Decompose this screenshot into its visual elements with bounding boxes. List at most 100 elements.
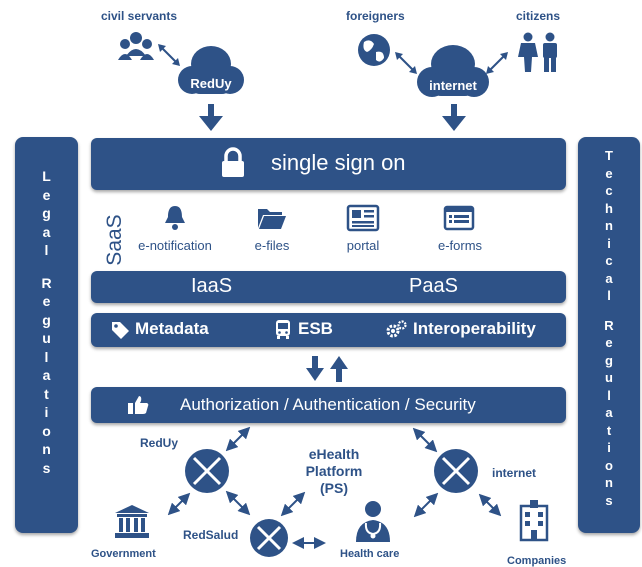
technical-letter: T [605,148,613,163]
legal-letter: a [42,223,51,240]
up-arrow-icon [330,356,348,382]
technical-letter: e [605,335,613,350]
ehealth-line: eHealth [308,446,360,462]
single-sign-on-bar: single sign on [91,138,566,190]
legal-letter: L [42,168,51,184]
double-arrow-icon [158,44,180,66]
legal-letter: s [42,459,51,476]
reduy-label: RedUy [140,436,179,450]
technical-letter: l [607,387,611,403]
legal-letter: a [42,367,51,383]
redsalud-router-icon [250,519,288,557]
companies-label: Companies [507,555,567,567]
folder-open-icon [258,209,286,229]
people-group-icon [118,32,154,60]
legal-letter: g [42,311,51,328]
newspaper-icon [346,204,380,232]
single-sign-on-label: single sign on [271,150,406,175]
thumbs-up-icon [128,396,149,414]
redsalud-label: RedSalud [183,528,239,542]
foreigners-label: foreigners [346,9,405,23]
legal-letter: R [41,274,52,291]
legal-letter: u [42,330,51,346]
authorization-label: Authorization / Authentication / Securit… [180,395,476,414]
technical-letter: o [605,457,613,473]
authorization-bar: Authorization / Authentication / Securit… [91,387,566,423]
globe-icon [358,34,390,66]
legal-letter: i [44,404,49,420]
legal-letter: t [44,385,49,402]
metadata-label: Metadata [135,319,209,338]
technical-letter: e [605,165,613,181]
form-list-icon [443,205,475,231]
legal-letter: g [42,205,51,221]
legal-letter: n [42,441,51,457]
esb-label: ESB [298,319,333,338]
ehealth-label: eHealth Platform (PS) [296,446,372,497]
ehealth-line: Platform [305,463,363,479]
middleware-bar: Metadata ESB Interoperability [91,313,566,347]
technical-letter: c [605,183,613,198]
government-building-icon [115,505,149,538]
technical-letter: s [605,492,613,508]
saas-service-label: portal [346,238,380,253]
technical-letter: a [605,405,613,420]
internet-router-icon [434,449,478,493]
lock-icon [222,147,244,177]
iaas-paas-bar: IaaS PaaS [91,271,566,303]
iaas-label: IaaS [191,275,233,297]
technical-letter: i [607,235,611,251]
saas-service-label: e-files [254,238,290,253]
legal-letter: e [42,186,51,203]
technical-letter: a [605,270,613,286]
double-arrow-icon [395,52,417,74]
doctor-icon [356,501,390,542]
saas-service-label: e-forms [437,238,483,253]
tags-icon [112,322,129,339]
interoperability-label: Interoperability [413,319,536,338]
double-arrow-icon [486,52,508,74]
health-care-label: Health care [340,548,400,560]
technical-letter: i [607,440,611,455]
reduy-router-icon [185,449,229,493]
technical-letter: c [605,253,613,268]
technical-letter: g [605,352,613,368]
reduy-cloud-icon [178,46,244,94]
legal-letter: l [44,348,49,365]
office-building-icon [519,500,549,542]
technical-letter: u [605,370,613,385]
legal-letter: o [42,422,51,439]
technical-letter: R [604,317,614,333]
ehealth-line: (PS) [320,480,348,496]
paas-label: PaaS [409,275,458,297]
technical-letter: n [605,218,613,233]
civil-servants-label: civil servants [101,9,178,23]
technical-letter: h [605,200,613,216]
saas-service-label: e-notification [138,238,212,253]
reduy-cloud-label: RedUy [190,76,232,91]
down-arrow-icon [306,356,324,381]
government-label: Government [91,548,156,560]
legal-letter: e [42,293,51,309]
citizens-icon [518,32,557,72]
legal-letter: l [44,242,49,258]
gears-icon [386,320,407,338]
internet-label: internet [492,466,537,480]
technical-letter: n [605,475,613,490]
technical-letter: l [607,288,611,303]
bell-icon [165,206,185,230]
technical-letter: t [606,422,612,438]
down-arrow-icon [442,104,466,131]
internet-cloud-icon [417,45,489,97]
citizens-label: citizens [516,9,561,23]
down-arrow-icon [199,104,223,131]
